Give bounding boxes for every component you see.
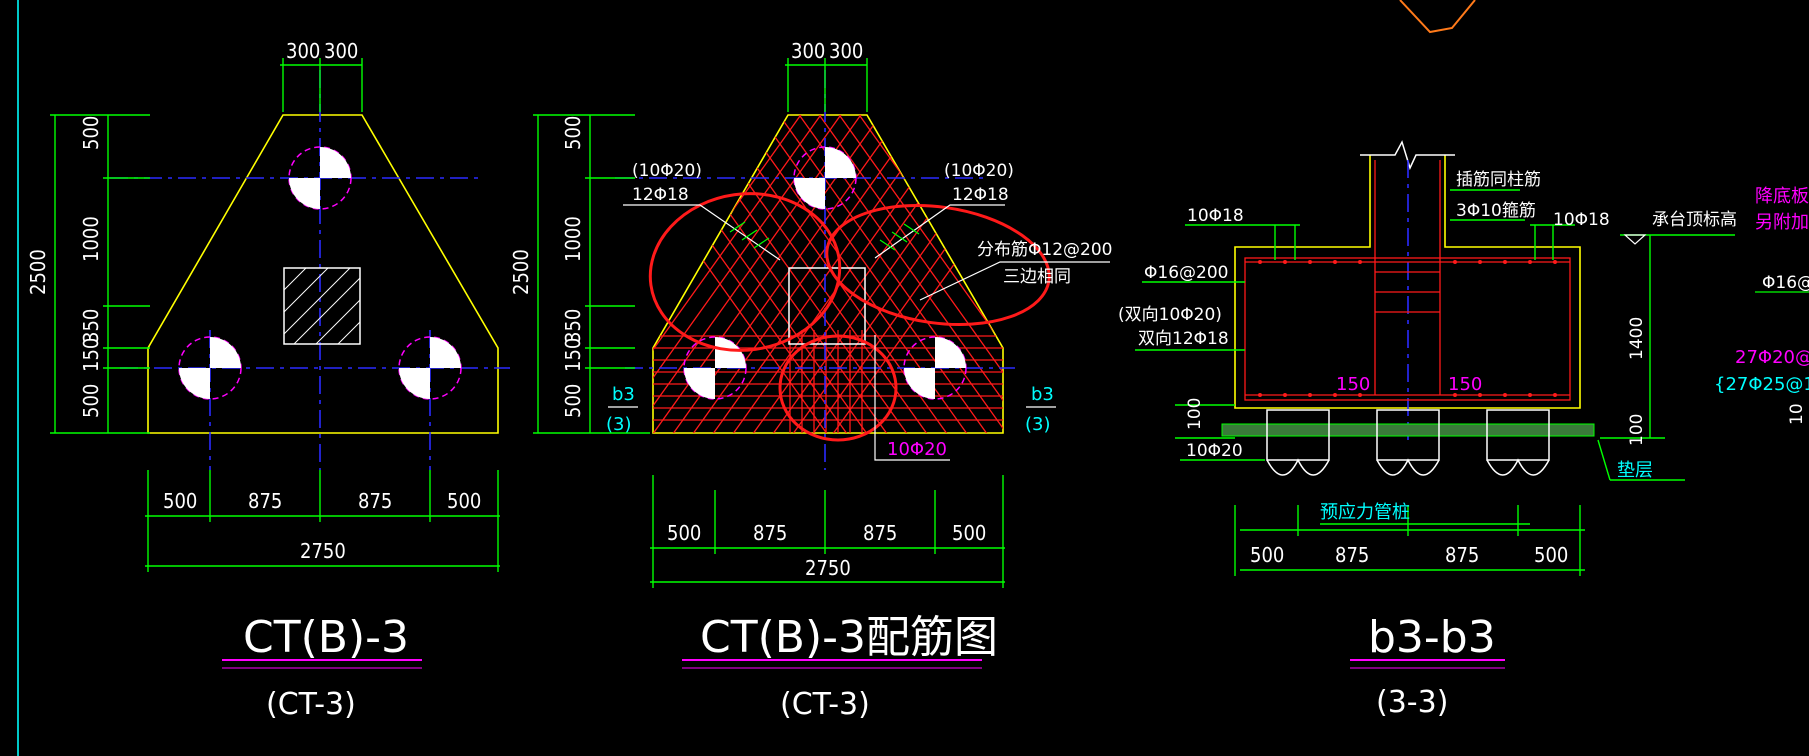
dim-label: 500: [667, 521, 701, 545]
dim-label: 1000: [79, 216, 103, 262]
pile-section: [1266, 409, 1550, 476]
section-label: 预应力管桩: [1320, 502, 1410, 523]
partial-note: 降底板面: [1755, 186, 1809, 207]
rebar-label: (10Φ20): [632, 161, 702, 181]
section-label: Φ16@200: [1144, 263, 1228, 283]
drawing-ct-b-3-rebar: (10Φ20) 12Φ18 (10Φ20) 12Φ18 分布筋Φ12@200 三…: [509, 39, 1112, 722]
pile-symbol: [288, 146, 352, 210]
drawing-subtitle: (3-3): [1376, 685, 1448, 720]
break-line: [1360, 140, 1455, 171]
rebar-label: 10Φ20: [887, 439, 947, 460]
rebar-label: 三边相同: [1003, 267, 1071, 287]
annotation-circle: [648, 192, 842, 352]
section-ref: (3): [606, 414, 632, 435]
cushion-layer: [1221, 423, 1595, 437]
dim-label: 500: [79, 116, 103, 150]
section-label: 100: [1627, 414, 1647, 446]
section-rebar: [1244, 160, 1571, 401]
pile-symbol: [398, 336, 462, 400]
orange-outline-fragment: [1399, 0, 1476, 34]
dim-label: 875: [1335, 543, 1369, 567]
drawing-subtitle: (CT-3): [780, 687, 870, 722]
drawing-title: b3-b3: [1368, 612, 1496, 663]
partial-note: Φ16@2: [1762, 273, 1809, 293]
partial-note: 10: [1787, 403, 1807, 425]
rebar-label: (10Φ20): [944, 161, 1014, 181]
dim-label: 500: [79, 384, 103, 418]
dim-label: 1000: [561, 216, 585, 262]
section-label: 3Φ10箍筋: [1456, 201, 1536, 221]
section-label: 10Φ18: [1553, 210, 1610, 230]
dim-label: 500: [163, 489, 197, 513]
section-label: 承台顶标高: [1652, 210, 1737, 230]
dim-label: 350: [561, 309, 585, 343]
elevation-marker: [1623, 234, 1647, 245]
column-section: [788, 267, 866, 345]
section-label: 100: [1185, 398, 1205, 430]
section-label: 插筋同柱筋: [1456, 170, 1541, 190]
dim-total: 2750: [300, 539, 346, 563]
column-hatch: [283, 267, 361, 345]
section-label: 10Φ18: [1187, 206, 1244, 226]
drawing-title: CT(B)-3配筋图: [700, 612, 998, 663]
rebar-label: 12Φ18: [632, 185, 689, 205]
dim-label: 300: [324, 39, 358, 63]
pile-symbol: [178, 336, 242, 400]
section-b3-b3: 插筋同柱筋 3Φ10箍筋 10Φ18 10Φ18 承台顶标高 Φ16@200 (…: [1118, 140, 1737, 720]
section-ref: (3): [1025, 414, 1051, 435]
dimension-lines: [533, 58, 1005, 588]
pile-symbol: [903, 336, 967, 400]
leader-lines: [623, 204, 1110, 461]
dim-label: 875: [1445, 543, 1479, 567]
dim-label: 875: [753, 521, 787, 545]
section-label: 1400: [1627, 317, 1647, 360]
section-label: 双向12Φ18: [1138, 329, 1229, 349]
annotation-circle: [778, 334, 898, 442]
drawing-title: CT(B)-3: [243, 612, 409, 663]
drawing-ct-b-3: 300 300 500 1000 350 150 500 2500 500 87…: [26, 39, 510, 722]
section-label: 150: [1448, 374, 1482, 395]
section-label: (双向10Φ20): [1118, 305, 1222, 325]
pile-symbol: [793, 146, 857, 210]
dim-label: 875: [863, 521, 897, 545]
drawing-subtitle: (CT-3): [266, 687, 356, 722]
dim-label: 500: [561, 384, 585, 418]
rebar-label: 分布筋Φ12@200: [977, 240, 1112, 260]
dim-label: 300: [791, 39, 825, 63]
dim-label: 150: [561, 338, 585, 372]
rebar-ticks: [729, 221, 920, 251]
dim-label: 500: [1534, 543, 1568, 567]
column-section: [283, 267, 361, 345]
section-mark: b3: [1031, 384, 1054, 405]
dim-total: 2500: [509, 249, 533, 295]
dimension-lines: [50, 58, 500, 572]
dim-label: 300: [829, 39, 863, 63]
rebar-label: 12Φ18: [952, 185, 1009, 205]
section-label: 150: [1336, 374, 1370, 395]
dim-label: 875: [358, 489, 392, 513]
partial-note: 27Φ20@1: [1735, 347, 1809, 368]
dim-label: 875: [248, 489, 282, 513]
dim-total: 2500: [26, 249, 50, 295]
dim-label: 300: [286, 39, 320, 63]
pile-symbol: [683, 336, 747, 400]
dim-label: 500: [561, 116, 585, 150]
section-label: 垫层: [1617, 460, 1653, 481]
rebar-vertical: [789, 330, 863, 433]
section-label: 10Φ20: [1186, 441, 1243, 461]
dim-label: 350: [79, 309, 103, 343]
dim-label: 500: [1250, 543, 1284, 567]
dim-label: 500: [447, 489, 481, 513]
dimension-lines: [1135, 189, 1735, 576]
section-mark: b3: [612, 384, 635, 405]
partial-note: {27Φ25@10: [1714, 374, 1809, 395]
dim-total: 2750: [805, 556, 851, 580]
dim-label: 150: [79, 338, 103, 372]
dim-label: 500: [952, 521, 986, 545]
rebar-dots: [1258, 260, 1557, 397]
